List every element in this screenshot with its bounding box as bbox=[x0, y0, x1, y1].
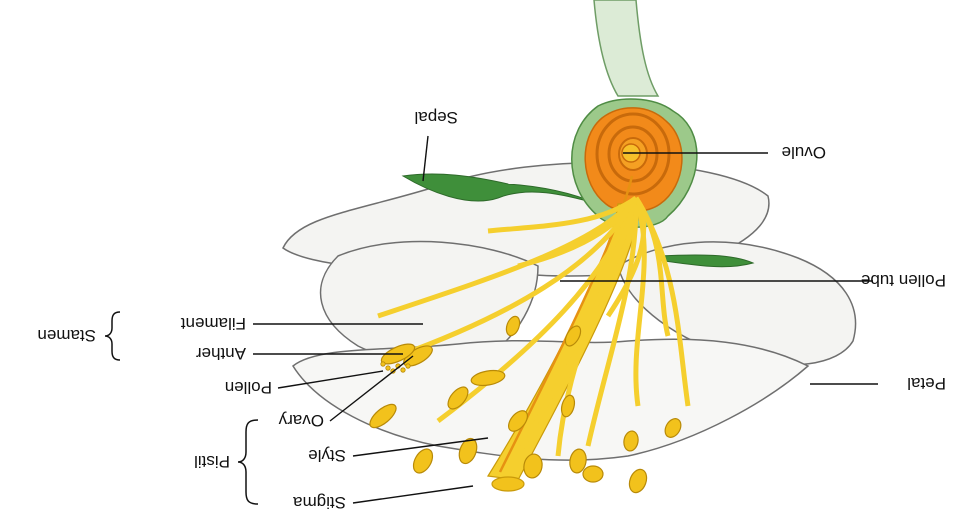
leader-stigma bbox=[353, 486, 473, 503]
label-ovary: Ovary bbox=[278, 411, 324, 430]
label-ovule: Ovule bbox=[782, 143, 826, 162]
ovary bbox=[585, 108, 682, 212]
anther bbox=[626, 467, 649, 495]
label-sepal: Sepal bbox=[415, 108, 458, 127]
label-petal: Petal bbox=[907, 374, 946, 393]
label-pistil: Pistil bbox=[194, 452, 230, 471]
stamen-brace bbox=[105, 312, 120, 360]
flower-stalk bbox=[594, 0, 658, 96]
label-filament: Filament bbox=[181, 314, 246, 333]
pollen-grain bbox=[401, 368, 405, 372]
stigma bbox=[492, 477, 524, 491]
pollen-grain bbox=[386, 366, 390, 370]
label-style: Style bbox=[308, 446, 346, 465]
pollen-grain bbox=[406, 364, 410, 368]
anther bbox=[583, 466, 603, 482]
pollen-grain bbox=[381, 362, 385, 366]
label-stamen: Stamen bbox=[37, 326, 96, 345]
anther bbox=[410, 446, 437, 477]
label-pollen-tube: Pollen tube bbox=[861, 271, 946, 290]
pistil-brace bbox=[238, 420, 258, 504]
label-pollen: Pollen bbox=[225, 378, 272, 397]
label-stigma: Stigma bbox=[293, 493, 346, 512]
label-anther: Anther bbox=[196, 344, 246, 363]
